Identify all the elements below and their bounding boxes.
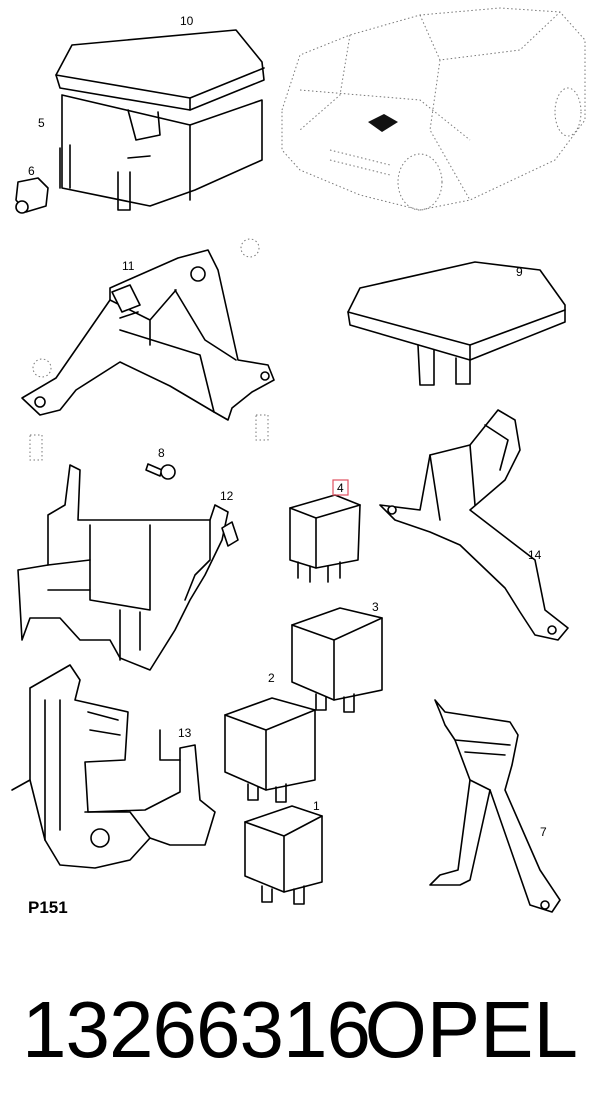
part-3-relay[interactable] [291, 607, 383, 713]
highlight-box-part-4 [332, 479, 349, 496]
label-part-11: 11 [122, 259, 135, 273]
part-14-bracket[interactable] [379, 409, 569, 641]
car-location-outline [281, 7, 586, 211]
part-7-bracket[interactable] [429, 699, 561, 913]
part-1-relay[interactable] [244, 805, 323, 905]
label-part-4: 4 [337, 481, 344, 495]
label-part-12: 12 [220, 489, 234, 503]
parts-diagram: 10 5 6 11 9 8 12 4 14 3 2 13 1 7 [11, 7, 586, 913]
label-part-10: 10 [180, 14, 194, 28]
part-13-bracket[interactable] [11, 664, 216, 869]
label-part-7: 7 [540, 825, 547, 839]
label-part-3: 3 [372, 600, 379, 614]
part-12-bracket[interactable] [17, 464, 239, 671]
part-11-bracket[interactable] [21, 249, 275, 421]
fuse-box-location-marker [368, 114, 398, 132]
brand-name: OPEL [364, 985, 578, 1074]
nut-bolt-fasteners [29, 238, 269, 461]
label-part-5: 5 [38, 116, 45, 130]
part-10-fuse-box-cover[interactable] [55, 29, 265, 111]
label-part-1: 1 [313, 799, 320, 813]
part-5-fuse-box-housing[interactable] [59, 94, 263, 211]
part-9-cover[interactable] [347, 261, 566, 386]
label-part-8: 8 [158, 446, 165, 460]
part-8-screw[interactable] [145, 463, 176, 480]
label-part-2: 2 [268, 671, 275, 685]
part-6-plug[interactable] [15, 177, 49, 214]
part-4-relay[interactable] [289, 494, 361, 583]
part-2-relay[interactable] [224, 697, 316, 803]
label-part-13: 13 [178, 726, 192, 740]
footer: 13266316 OPEL [0, 975, 600, 1085]
label-part-9: 9 [516, 265, 523, 279]
label-part-6: 6 [28, 164, 35, 178]
part-number: 13266316 [22, 985, 371, 1074]
diagram-page-code: P151 [28, 898, 68, 917]
label-part-14: 14 [528, 548, 542, 562]
